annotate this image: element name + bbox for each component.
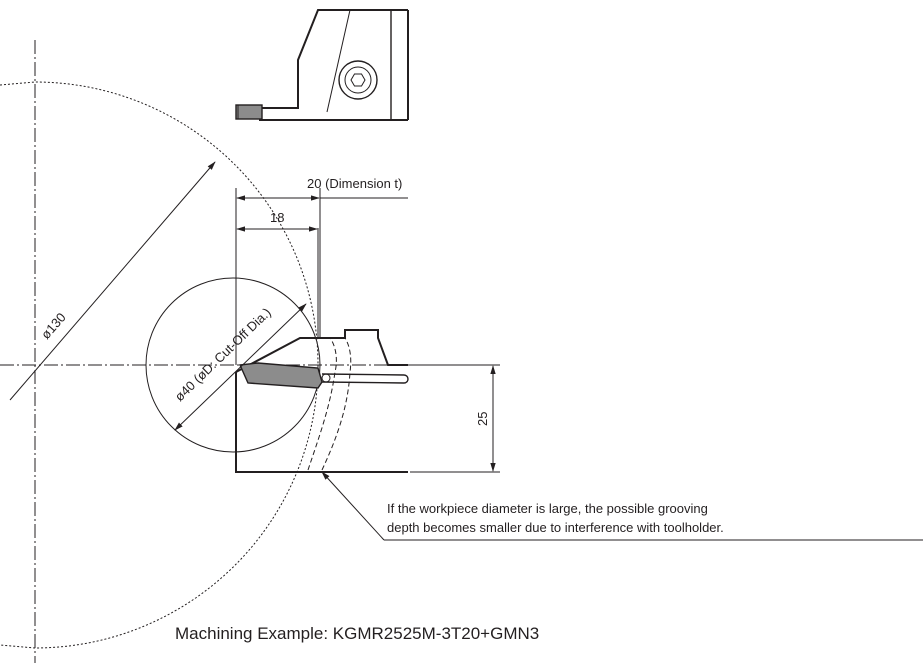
center-lines [0, 40, 500, 663]
dimension-25: 25 [410, 364, 500, 473]
dimension-18-label: 18 [270, 210, 284, 225]
toolholder-front-view [235, 329, 409, 473]
note-line-2: depth becomes smaller due to interferenc… [387, 520, 724, 535]
workpiece-circle-40 [145, 277, 321, 453]
workpiece-circle-130 [0, 81, 319, 649]
note-line-1: If the workpiece diameter is large, the … [387, 501, 708, 516]
dimension-t: 20 (Dimension t) [235, 176, 408, 365]
height-25-label: 25 [475, 412, 490, 426]
hex-screw-icon [338, 60, 378, 100]
workpiece-circles [0, 81, 321, 649]
machining-example-caption: Machining Example: KGMR2525M-3T20+GMN3 [175, 624, 539, 643]
coolant-nozzle [321, 373, 409, 384]
dimension-18: 18 [236, 210, 318, 232]
toolholder-top-view [235, 9, 409, 121]
interference-note: If the workpiece diameter is large, the … [321, 471, 923, 541]
insert-top-view [235, 104, 263, 120]
dia-40-label: ø40 (øD: Cut-Off Dia.) [172, 305, 274, 404]
dimension-dia-130: ø130 [9, 161, 216, 401]
dimension-t-label: 20 (Dimension t) [307, 176, 402, 191]
insert-front-view [238, 362, 323, 389]
